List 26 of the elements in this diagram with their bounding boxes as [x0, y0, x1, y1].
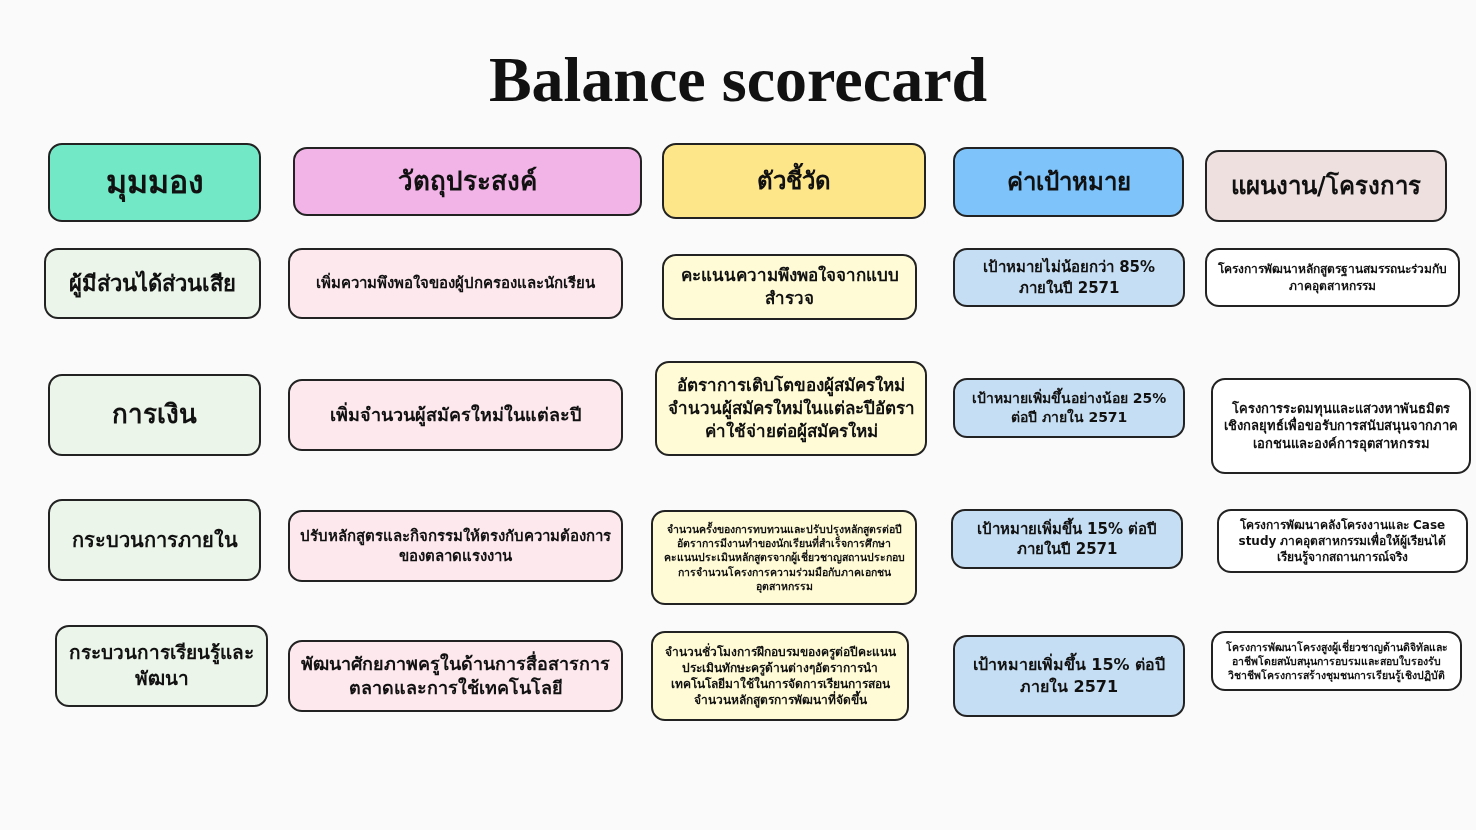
target-box: เป้าหมายเพิ่มขึ้นอย่างน้อย 25% ต่อปี ภายใน 2571: [953, 378, 1185, 438]
indicator-box: อัตราการเติบโตของผู้สมัครใหม่จำนวนผู้สมัครใหม่ในแต่ละปีอัตราค่าใช้จ่ายต่อผู้สมัครใหม่: [655, 361, 927, 456]
indicator-box: จำนวนครั้งของการทบทวนและปรับปรุงหลักสูตรต่อปี อัตราการมีงานทำของนักเรียนที่สำเร็จการศึกษา คะแนนประเมินหลักสูตรจากผู้เชี่ยวชาญสถานประกอบการจำนวนโครงการความร่วมมือกับภาคเอกชนอุตสาหกรรม: [651, 510, 917, 605]
perspective-box: การเงิน: [48, 374, 261, 456]
header-box: ตัวชี้วัด: [662, 143, 926, 219]
header-box: แผนงาน/โครงการ: [1205, 150, 1447, 222]
perspective-box: ผู้มีส่วนได้ส่วนเสีย: [44, 248, 261, 319]
objective-box: พัฒนาศักยภาพครูในด้านการสื่อสารการตลาดและการใช้เทคโนโลยี: [288, 640, 623, 712]
target-box: เป้าหมายเพิ่มขึ้น 15% ต่อปี ภายใน 2571: [953, 635, 1185, 717]
header-box: ค่าเป้าหมาย: [953, 147, 1184, 217]
perspective-box: กระบวนการเรียนรู้และพัฒนา: [55, 625, 268, 707]
objective-box: เพิ่มความพึงพอใจของผู้ปกครองและนักเรียน: [288, 248, 623, 319]
plan-box: โครงการพัฒนาหลักสูตรฐานสมรรถนะร่วมกับภาคอุตสาหกรรม: [1205, 248, 1460, 307]
plan-box: โครงการพัฒนาโครงสูงผู้เชี่ยวชาญด้านดิจิทัลและอาชีพโดยสนับสนุนการอบรมและสอบใบรองรับวิชาชีพโครงการสร้างชุมชนการเรียนรู้เชิงปฏิบัติ: [1211, 631, 1462, 691]
target-box: เป้าหมายไม่น้อยกว่า 85% ภายในปี 2571: [953, 248, 1185, 307]
header-box: วัตถุประสงค์: [293, 147, 642, 216]
indicator-box: จำนวนชั่วโมงการฝึกอบรมของครูต่อปีคะแนนประเมินทักษะครูด้านต่างๆอัตราการนำเทคโนโลยีมาใช้ในการจัดการเรียนการสอนจำนวนหลักสูตรการพัฒนาที่จัดขึ้น: [651, 631, 909, 721]
header-box: มุมมอง: [48, 143, 261, 222]
perspective-box: กระบวนการภายใน: [48, 499, 261, 581]
target-box: เป้าหมายเพิ่มขึ้น 15% ต่อปี ภายในปี 2571: [951, 509, 1183, 569]
objective-box: ปรับหลักสูตรและกิจกรรมให้ตรงกับความต้องการของตลาดแรงงาน: [288, 510, 623, 582]
indicator-box: คะแนนความพึงพอใจจากแบบสำรวจ: [662, 254, 917, 320]
title: Balance scorecard: [487, 43, 989, 117]
plan-box: โครงการพัฒนาคลังโครงงานและ Case study ภาคอุตสาหกรรมเพื่อให้ผู้เรียนได้เรียนรู้จากสถานการณ์จริง: [1217, 509, 1468, 573]
plan-box: โครงการระดมทุนและแสวงหาพันธมิตรเชิงกลยุทธ์เพื่อขอรับการสนับสนุนจากภาคเอกชนและองค์การอุตสาหกรรม: [1211, 378, 1471, 474]
objective-box: เพิ่มจำนวนผู้สมัครใหม่ในแต่ละปี: [288, 379, 623, 451]
